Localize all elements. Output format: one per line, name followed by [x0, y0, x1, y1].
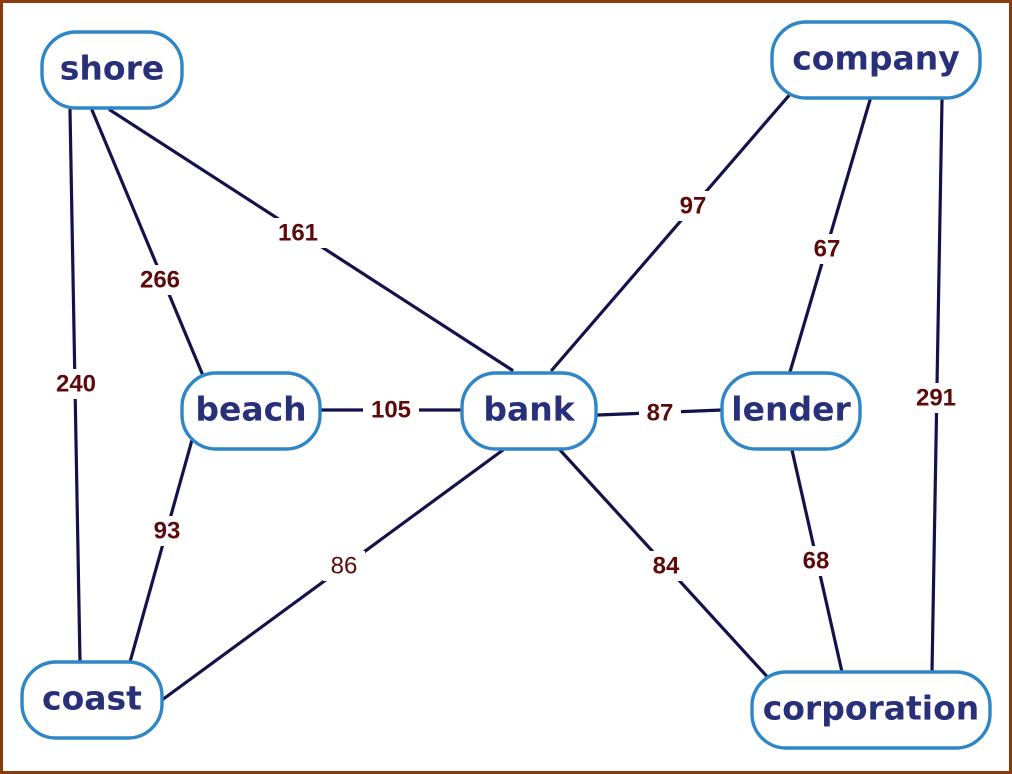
- node-coast: coast: [20, 660, 164, 740]
- edge-label-background: [795, 546, 837, 576]
- node-box: [20, 660, 164, 740]
- edge-bank-lender: 87: [596, 398, 724, 428]
- node-lender: lender: [720, 371, 862, 451]
- edge-weight-label: 93: [154, 518, 181, 545]
- edge-shore-bank: 161: [108, 108, 514, 372]
- node-label: corporation: [763, 689, 980, 728]
- edge-label-background: [672, 191, 714, 221]
- edge-weight-label: 87: [647, 400, 674, 427]
- edge-label-background: [908, 383, 964, 413]
- edge-beach-bank: 105: [318, 395, 464, 425]
- edge-lender-corporation: 68: [790, 448, 844, 674]
- edge-weight-label: 240: [56, 371, 96, 398]
- edge-weight-label: 161: [278, 220, 318, 247]
- edge-layer: 240 266 161 105 93 86 97 87 84 67 291 68: [48, 90, 964, 702]
- node-shore: shore: [40, 30, 184, 110]
- edge-label-background: [645, 551, 687, 581]
- node-label: company: [792, 39, 960, 78]
- node-corporation: corporation: [750, 670, 992, 750]
- edge-company-corporation: 291: [908, 98, 964, 674]
- edge-weight-label: 68: [803, 548, 830, 575]
- edge-beach-coast: 93: [128, 438, 194, 664]
- node-label: lender: [731, 390, 851, 429]
- edge-label-background: [270, 218, 326, 248]
- graph-canvas: 240 266 161 105 93 86 97 87 84 67 291 68 shore compa…: [20, 20, 992, 750]
- node-label: shore: [60, 49, 164, 88]
- node-box: [750, 670, 992, 750]
- edge-label-background: [132, 265, 188, 295]
- node-box: [40, 30, 184, 110]
- edge-weight-label: 86: [331, 553, 358, 580]
- node-box: [720, 371, 862, 451]
- edge-line: [550, 90, 794, 372]
- edge-label-background: [806, 234, 848, 264]
- edge-label-background: [48, 369, 104, 399]
- edge-line: [128, 438, 194, 664]
- edge-bank-corporation: 84: [558, 448, 774, 684]
- edge-weight-label: 266: [140, 267, 180, 294]
- node-label: beach: [195, 390, 306, 429]
- edge-shore-beach: 266: [90, 108, 206, 380]
- node-box: [180, 371, 322, 451]
- edge-weight-label: 291: [916, 385, 956, 412]
- edge-weight-label: 105: [371, 397, 411, 424]
- edge-company-lender: 67: [788, 98, 872, 374]
- edge-label-background: [146, 516, 188, 546]
- node-label: coast: [42, 679, 142, 718]
- node-box: [460, 371, 598, 451]
- edge-label-background: [363, 395, 419, 425]
- edge-weight-label: 84: [653, 553, 680, 580]
- node-bank: bank: [460, 371, 598, 451]
- edge-weight-label: 67: [814, 236, 841, 263]
- edge-line: [90, 108, 206, 380]
- edge-bank-coast: 86: [160, 448, 505, 702]
- node-company: company: [770, 20, 982, 100]
- edge-bank-company: 97: [550, 90, 794, 372]
- edge-weight-label: 97: [680, 193, 707, 220]
- node-beach: beach: [180, 371, 322, 451]
- edge-label-background: [323, 551, 365, 581]
- edge-label-background: [639, 398, 681, 428]
- edge-shore-coast: 240: [48, 108, 104, 664]
- node-box: [770, 20, 982, 100]
- node-label: bank: [483, 390, 575, 429]
- node-layer: shore company beach bank lender coast corporat…: [20, 20, 992, 750]
